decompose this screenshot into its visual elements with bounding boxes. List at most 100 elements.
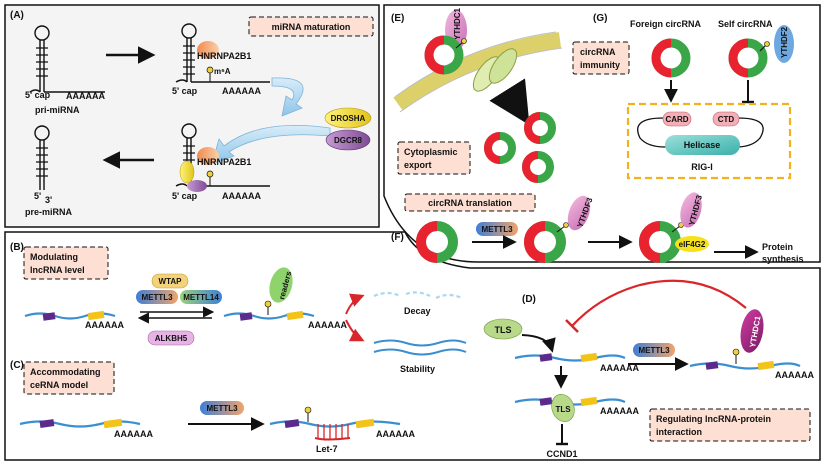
exon-yellow-b2 xyxy=(286,310,304,321)
self-circrna xyxy=(728,38,770,78)
lncrna-d-top xyxy=(514,354,626,362)
modulating-line1: Modulating xyxy=(30,252,78,262)
mettl14-b-label: METTL14 xyxy=(183,293,219,302)
regulating-interaction-box xyxy=(649,408,811,442)
rig-i-box xyxy=(626,102,792,180)
pre-miRNA-label: pre-miRNA xyxy=(25,207,73,217)
polyA-d2: AAAAAA xyxy=(600,406,639,416)
pre-five-prime: 5' xyxy=(34,191,41,201)
panel-label-d: (D) xyxy=(522,294,536,305)
circrna-f2 xyxy=(523,221,569,263)
panel-label-b: (B) xyxy=(10,242,24,253)
regulating-line1: Regulating lncRNA-protein xyxy=(656,414,771,424)
decay-label: Decay xyxy=(404,306,431,316)
circrna-translation-title: circRNA translation xyxy=(428,198,512,208)
foreign-circrna xyxy=(651,38,691,78)
helicase-domain xyxy=(665,135,740,155)
hnrnpa2b1-label-1: HNRNPA2B1 xyxy=(197,51,251,61)
let7-pairing xyxy=(317,424,349,440)
regulating-line2: interaction xyxy=(656,427,702,437)
mettl3-c-label: METTL3 xyxy=(206,404,238,413)
stable-rna xyxy=(373,339,467,356)
drosha-blob xyxy=(324,107,372,129)
ythdc1-inhibit-curve xyxy=(571,279,747,327)
m6a-mark-d xyxy=(732,348,740,356)
miRNA-maturation-title: miRNA maturation xyxy=(272,22,351,32)
panel-label-g: (G) xyxy=(593,13,607,24)
pre-miRNA-hairpin xyxy=(34,125,50,190)
hairpin-processing xyxy=(175,123,270,192)
polyA-label-3: AAAAAA xyxy=(222,191,261,201)
ythdf3-blob-2 xyxy=(680,192,702,228)
pri-miRNA-label: pri-miRNA xyxy=(35,105,80,115)
m6a-mark-b xyxy=(264,300,272,308)
m6a-label: m⁶A xyxy=(214,67,231,76)
dgcr8-label: DGCR8 xyxy=(334,136,363,145)
mettl3-d xyxy=(633,343,675,357)
circrna-cytoplasm-3 xyxy=(521,151,554,183)
hnrnpa2b1-blob-1 xyxy=(197,41,219,59)
panel-g: (G) Foreign circRNA Self circRNA YTHDF2 … xyxy=(572,13,794,180)
panel-label-f: (F) xyxy=(391,232,404,243)
stability-label: Stability xyxy=(400,364,435,374)
mettl3-d-label: METTL3 xyxy=(638,346,670,355)
readers-blob xyxy=(269,267,293,303)
wtap-label: WTAP xyxy=(159,277,183,286)
polyA-b2: AAAAAA xyxy=(308,320,347,330)
ccnd1-label: CCND1 xyxy=(546,449,577,459)
exon-purple-c2 xyxy=(284,419,300,428)
let7-label: Let-7 xyxy=(316,444,338,454)
exon-yellow-b1 xyxy=(87,310,105,321)
circrna-immunity-box xyxy=(572,41,630,75)
exon-purple-d2 xyxy=(539,397,553,406)
circrna-immunity-line1: circRNA xyxy=(580,47,616,57)
circrna-translation-box xyxy=(404,193,536,212)
alkbh5-blob xyxy=(147,330,195,346)
tls-blob-1 xyxy=(483,318,523,340)
modulating-lncrna-box xyxy=(23,246,109,280)
ctd-label: CTD xyxy=(718,115,735,124)
exon-yellow-d2 xyxy=(580,396,598,407)
circrna-cytoplasm-1 xyxy=(523,112,556,144)
pre-three-prime: 3' xyxy=(45,195,52,205)
polyA-label-2: AAAAAA xyxy=(222,86,261,96)
exon-yellow-d1 xyxy=(580,352,598,363)
cytoplasmic-export-line1: Cytoplasmic xyxy=(404,147,458,157)
decayed-rna xyxy=(373,291,463,300)
ythdc1-blob-d xyxy=(740,309,764,353)
curved-arrow-2 xyxy=(211,124,331,165)
m6a-mark xyxy=(206,66,214,74)
cerna-box xyxy=(23,361,115,395)
curved-arrow-1 xyxy=(271,77,304,117)
protein-synthesis-line1: Protein xyxy=(762,242,793,252)
polyA-c2: AAAAAA xyxy=(376,429,415,439)
wtap-blob xyxy=(151,273,189,289)
drosha-label: DROSHA xyxy=(331,114,366,123)
export-arrow xyxy=(489,78,530,126)
cap-label-2: 5' cap xyxy=(172,86,198,96)
exon-purple-c1 xyxy=(39,419,55,428)
cytoplasmic-export-box xyxy=(397,141,471,175)
circrna-immunity-line2: immunity xyxy=(580,60,620,70)
self-circrna-label: Self circRNA xyxy=(718,19,773,29)
ythdf3-blob-1 xyxy=(567,195,591,231)
polyA-d1: AAAAAA xyxy=(600,363,639,373)
exon-yellow-c2 xyxy=(355,418,375,429)
let7-strand xyxy=(314,437,351,441)
exon-purple-d1 xyxy=(539,353,553,362)
panel-a: (A) miRNA maturation 5' cap AAAAAA pri-m… xyxy=(10,10,374,217)
polyA-c1: AAAAAA xyxy=(114,429,153,439)
foreign-circrna-label: Foreign circRNA xyxy=(630,19,702,29)
ctd-domain xyxy=(712,111,740,127)
cytoplasmic-export-line2: export xyxy=(404,160,432,170)
alkbh5-label: ALKBH5 xyxy=(155,334,188,343)
circrna-f1 xyxy=(415,221,458,263)
eif4g2-blob xyxy=(675,236,709,252)
cell-membrane xyxy=(393,31,563,113)
exon-yellow-d3 xyxy=(757,360,775,371)
m6a-mark-c xyxy=(304,406,312,414)
panel-d: (D) TLS AAAAAA TLS AAAAAA CCND1 METTL3 Y… xyxy=(483,279,814,459)
cerna-line2: ceRNA model xyxy=(30,380,88,390)
pri-miRNA-hairpin xyxy=(29,25,105,93)
